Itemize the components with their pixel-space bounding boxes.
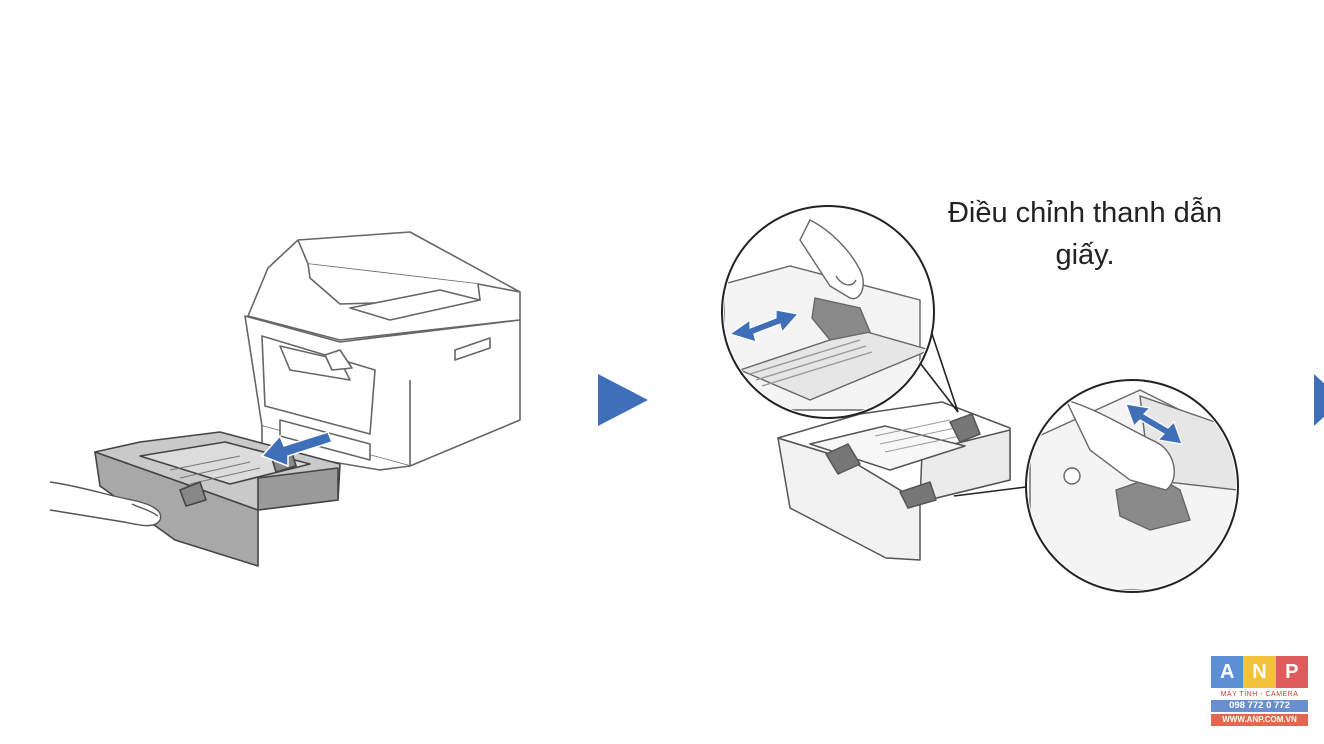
- magnified-view-left: [721, 205, 935, 419]
- paper-tray-open: [777, 401, 1011, 561]
- brand-logo: A N P MÁY TÍNH - CAMERA 098 772 0 772 WW…: [1211, 656, 1308, 734]
- paper-tray: [94, 431, 341, 567]
- logo-letter-a: A: [1211, 656, 1244, 688]
- paper-guide-illustration: [721, 205, 1239, 593]
- play-triangle-icon: [1314, 374, 1324, 426]
- magnified-view-right: [1025, 379, 1239, 593]
- logo-tagline: MÁY TÍNH - CAMERA: [1220, 691, 1299, 698]
- printer-illustration: [49, 231, 521, 567]
- play-triangle-icon: [598, 374, 648, 426]
- double-arrow-icon: [1125, 403, 1183, 445]
- step-caption: Điều chỉnh thanh dẫn giấy.: [947, 197, 1223, 271]
- double-arrow-icon: [728, 309, 800, 343]
- logo-letter-p: P: [1275, 656, 1308, 688]
- logo-website: WWW.ANP.COM.VN: [1211, 714, 1308, 726]
- arrow-left-icon: [260, 431, 333, 468]
- logo-phone: 098 772 0 772: [1211, 700, 1308, 712]
- logo-letter-n: N: [1243, 656, 1276, 688]
